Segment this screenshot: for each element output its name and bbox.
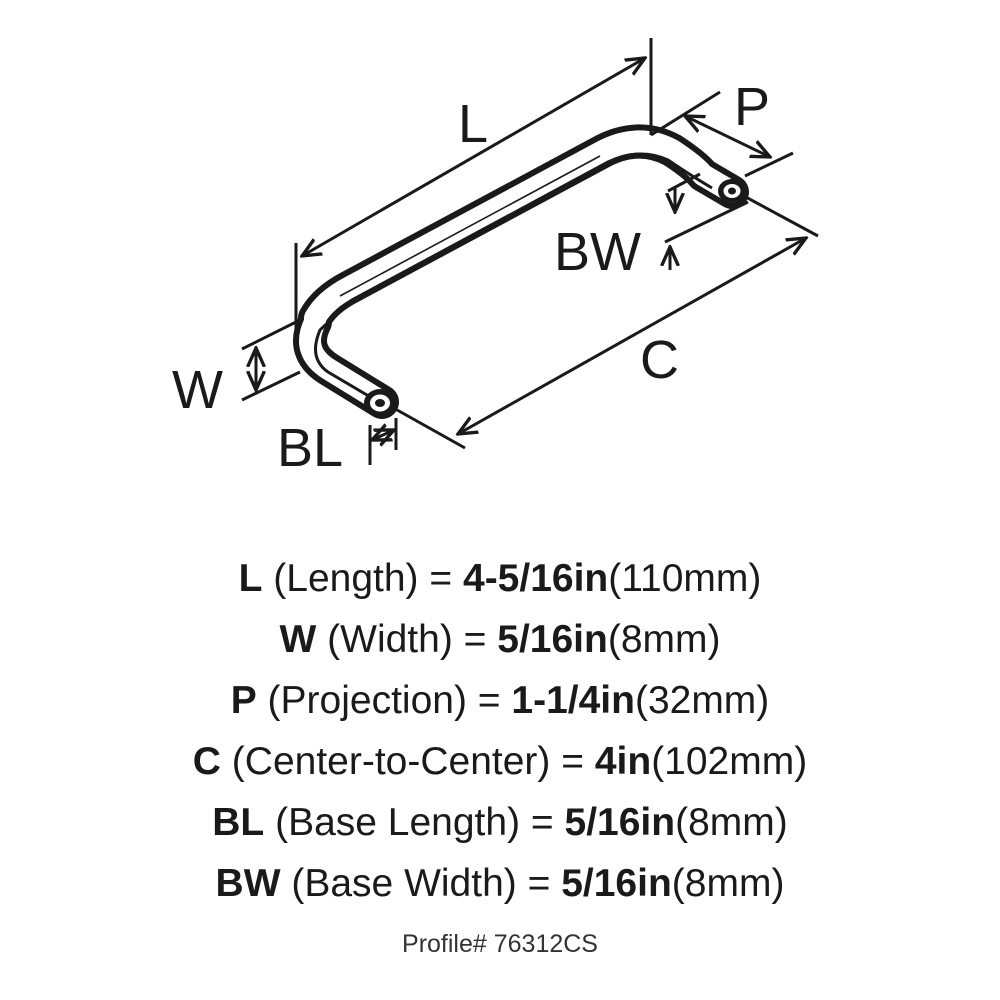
label-BL: BL [277,418,343,478]
spec-length: L (Length) = 4-5/16in(110mm) [0,548,1000,609]
handle-base-back [718,179,746,203]
projection-dimension [650,90,794,178]
spec-center-to-center: C (Center-to-Center) = 4in(102mm) [0,731,1000,792]
handle-dimension-diagram: L P BW W C BL [172,38,819,478]
handle-base-front [364,389,396,417]
length-dimension [294,38,653,330]
spec-metric: (8mm) [607,618,721,661]
label-C: C [640,330,679,390]
specification-list: L (Length) = 4-5/16in(110mm) W (Width) =… [0,548,1000,914]
label-W: W [172,360,223,420]
center-to-center-dimension [389,193,819,450]
spec-description: (Projection) = [256,679,512,722]
spec-projection: P (Projection) = 1-1/4in(32mm) [0,670,1000,731]
spec-base-width: BW (Base Width) = 5/16in(8mm) [0,853,1000,914]
spec-width: W (Width) = 5/16in(8mm) [0,609,1000,670]
spec-description: (Center-to-Center) = [220,740,595,783]
spec-description: (Base Length) = [264,801,565,844]
spec-value: 5/16in [564,801,676,844]
spec-key: BW [215,862,281,905]
spec-description: (Width) = [316,618,498,661]
spec-metric: (32mm) [634,679,770,722]
spec-value: 4-5/16in [463,557,609,600]
spec-value: 5/16in [497,618,608,661]
spec-description: (Length) = [262,557,463,600]
spec-metric: (8mm) [675,801,788,844]
spec-description: (Base Width) = [280,862,562,905]
spec-value: 5/16in [561,862,672,905]
spec-value: 1-1/4in [511,679,635,722]
spec-metric: (8mm) [671,862,785,905]
base-length-dimension [370,418,396,465]
spec-key: C [192,740,221,783]
spec-base-length: BL (Base Length) = 5/16in(8mm) [0,792,1000,853]
spec-key: BL [212,801,265,844]
spec-key: P [230,679,257,722]
profile-number: Profile# 76312CS [402,930,598,958]
label-BW: BW [554,222,641,282]
spec-key: L [238,557,263,600]
spec-key: W [279,618,317,661]
label-P: P [734,77,770,137]
width-dimension [241,318,301,402]
spec-metric: (110mm) [608,557,762,600]
spec-metric: (102mm) [651,740,808,783]
label-L: L [458,94,488,154]
spec-value: 4in [594,740,652,783]
